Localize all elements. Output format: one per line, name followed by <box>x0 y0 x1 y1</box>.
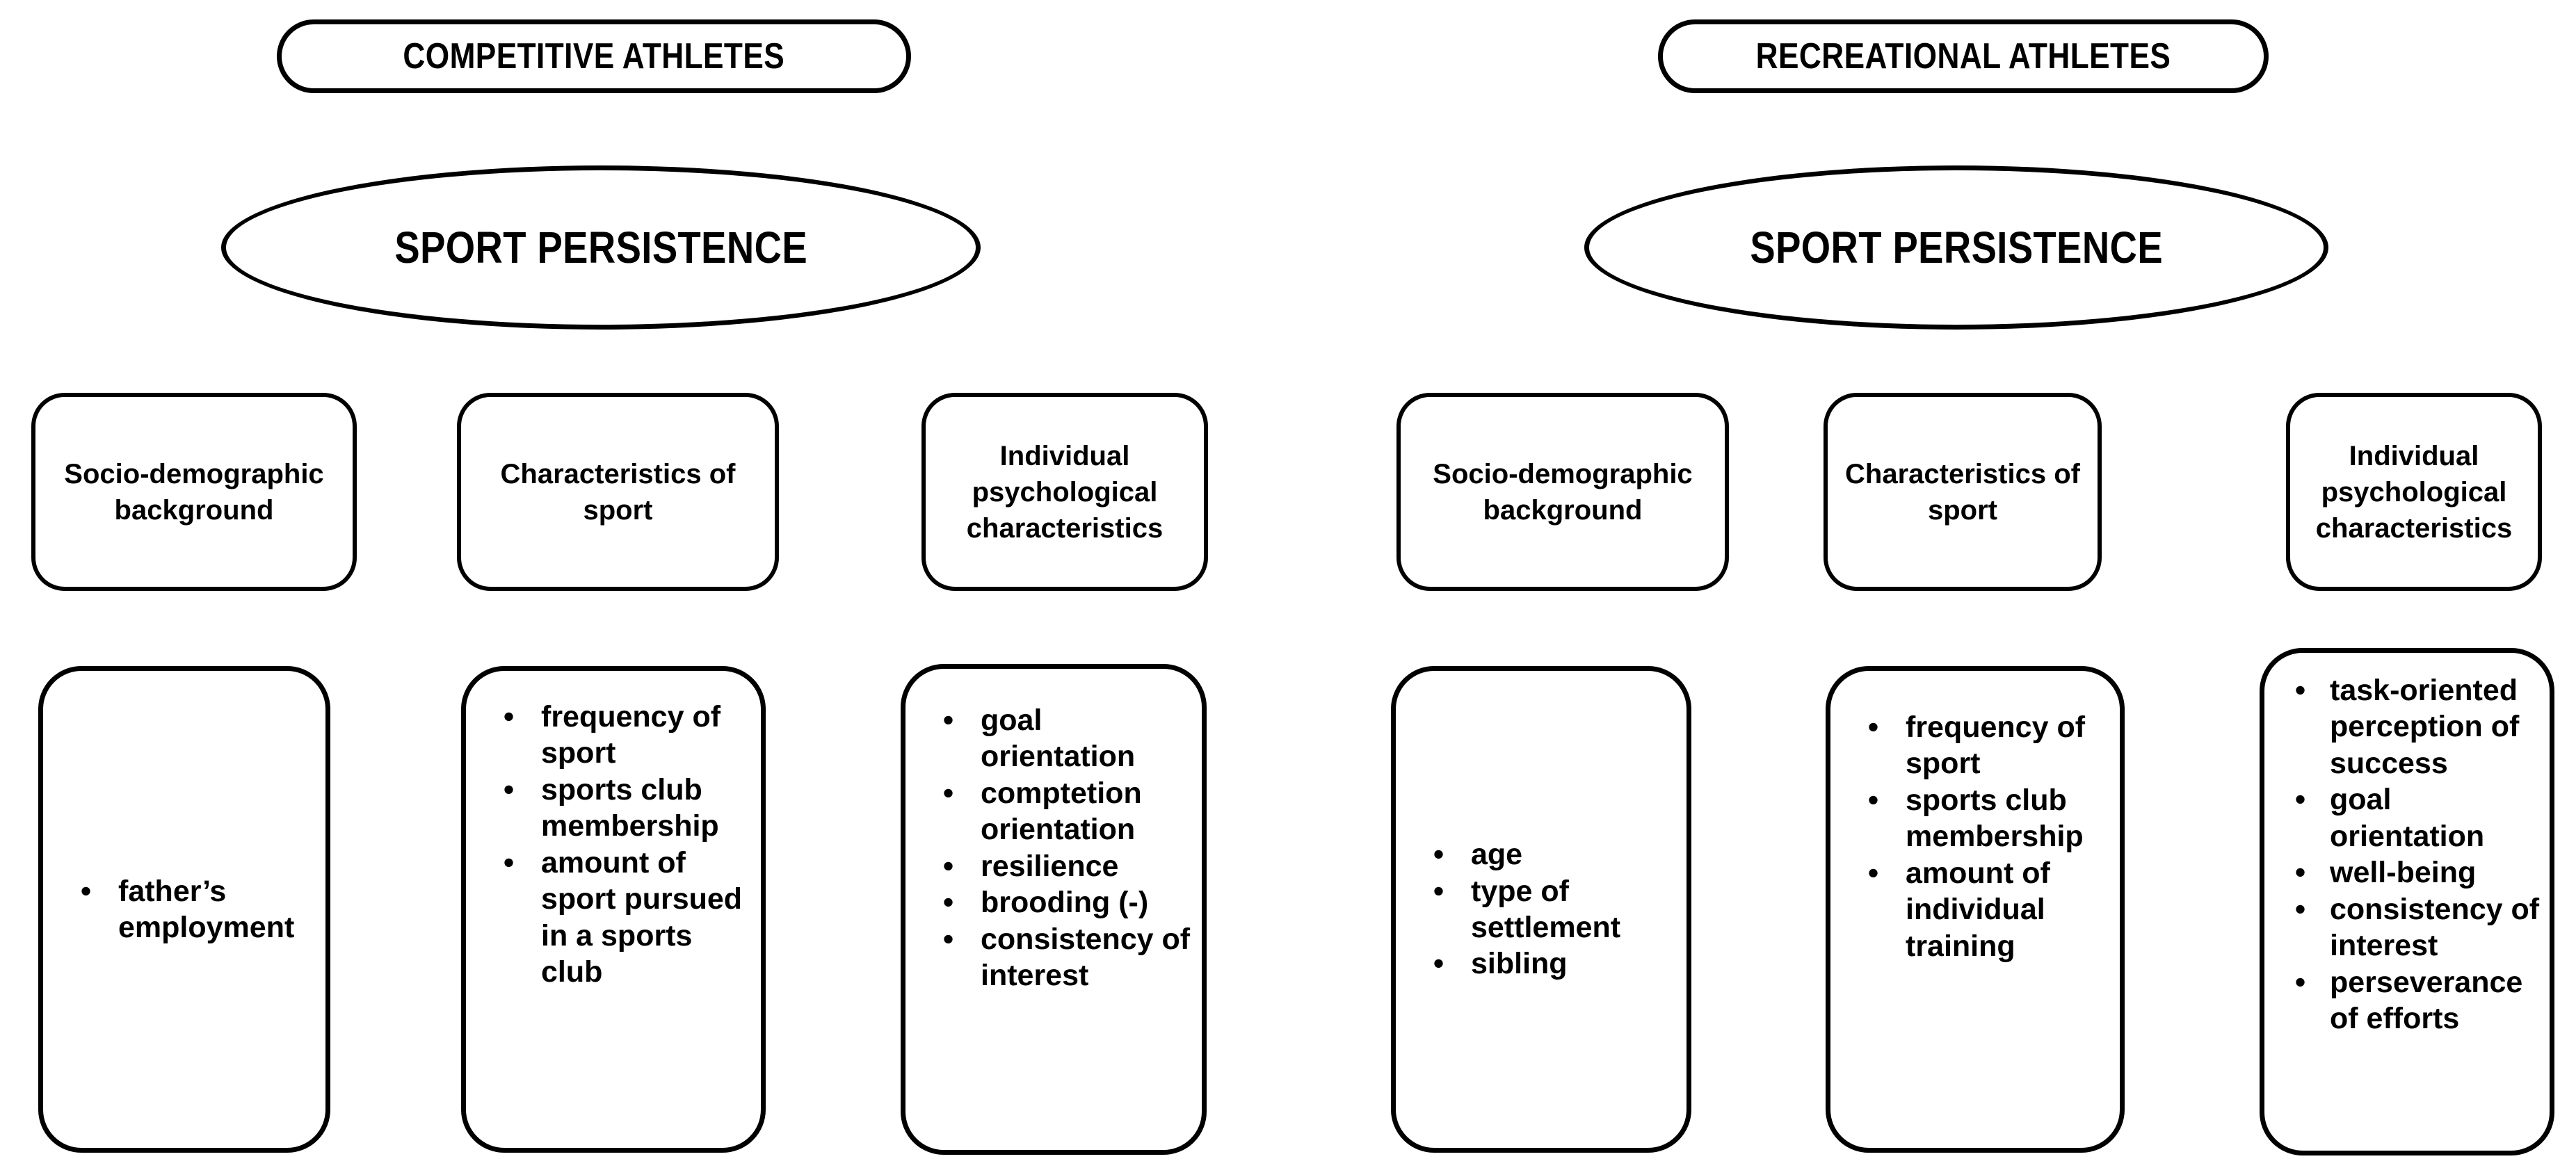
header-line: Characteristics of <box>500 458 736 489</box>
list-item: sports club membership <box>466 772 754 845</box>
header-line: sport <box>1928 494 1997 526</box>
competitive-athletes-pill: COMPETITIVE ATHLETES <box>277 19 911 93</box>
header-box-individual-psychological-recreational: Individual psychological characteristics <box>2286 393 2542 591</box>
bullet-list: goal orientation comptetion orientation … <box>905 702 1202 994</box>
list-item: type of settlement <box>1396 873 1680 946</box>
recreational-athletes-pill: RECREATIONAL ATHLETES <box>1658 19 2269 93</box>
list-item: frequency of sport <box>1830 709 2113 782</box>
header-line: Individual <box>999 440 1130 471</box>
detail-box-characteristics-of-sport-competitive: frequency of sport sports club membershi… <box>461 666 766 1153</box>
list-item: age <box>1396 836 1680 873</box>
header-line: psychological <box>972 476 1158 508</box>
list-item: amount of individual training <box>1830 855 2113 964</box>
list-item: goal orientation <box>905 702 1195 775</box>
detail-box-socio-demographic-competitive: father’s employment <box>38 666 330 1153</box>
list-item: task-oriented perception of success <box>2264 672 2543 781</box>
detail-box-individual-psychological-recreational: task-oriented perception of success goal… <box>2260 648 2554 1155</box>
sport-persistence-label: SPORT PERSISTENCE <box>1750 222 2163 273</box>
header-line: background <box>114 494 274 526</box>
list-item: goal orientation <box>2264 781 2543 854</box>
header-box-characteristics-of-sport-competitive: Characteristics of sport <box>457 393 779 591</box>
list-item: consistency of interest <box>2264 891 2543 964</box>
header-line: Socio-demographic <box>1433 458 1693 489</box>
recreational-athletes-label: RECREATIONAL ATHLETES <box>1755 36 2171 76</box>
sport-persistence-label: SPORT PERSISTENCE <box>394 222 807 273</box>
list-item: well-being <box>2264 854 2543 891</box>
header-line: sport <box>583 494 653 526</box>
list-item: consistency of interest <box>905 921 1195 994</box>
header-line: characteristics <box>966 512 1164 544</box>
header-line: psychological <box>2321 476 2507 508</box>
bullet-list: frequency of sport sports club membershi… <box>466 699 761 991</box>
list-item: frequency of sport <box>466 699 754 772</box>
header-box-socio-demographic-competitive: Socio-demographic background <box>31 393 357 591</box>
header-line: Individual <box>2349 440 2479 471</box>
header-box-socio-demographic-recreational: Socio-demographic background <box>1396 393 1729 591</box>
list-item: perseverance of efforts <box>2264 964 2543 1037</box>
header-line: Socio-demographic <box>64 458 324 489</box>
header-line: Characteristics of <box>1845 458 2080 489</box>
list-item: father’s employment <box>43 873 319 946</box>
competitive-athletes-label: COMPETITIVE ATHLETES <box>403 36 785 76</box>
list-item: amount of sport pursued in a sports club <box>466 845 754 991</box>
list-item: comptetion orientation <box>905 775 1195 848</box>
detail-box-individual-psychological-competitive: goal orientation comptetion orientation … <box>901 664 1207 1155</box>
list-item: sports club membership <box>1830 782 2113 855</box>
sport-persistence-ellipse-recreational: SPORT PERSISTENCE <box>1584 165 2328 330</box>
detail-box-characteristics-of-sport-recreational: frequency of sport sports club membershi… <box>1826 666 2125 1153</box>
header-line: characteristics <box>2315 512 2513 544</box>
header-box-characteristics-of-sport-recreational: Characteristics of sport <box>1824 393 2102 591</box>
detail-box-socio-demographic-recreational: age type of settlement sibling <box>1391 666 1691 1153</box>
list-item: brooding (-) <box>905 884 1195 921</box>
bullet-list: father’s employment <box>43 873 325 946</box>
header-line: background <box>1483 494 1643 526</box>
bullet-list: age type of settlement sibling <box>1396 836 1687 982</box>
header-box-individual-psychological-competitive: Individual psychological characteristics <box>921 393 1208 591</box>
list-item: resilience <box>905 848 1195 885</box>
list-item: sibling <box>1396 946 1680 982</box>
bullet-list: frequency of sport sports club membershi… <box>1830 709 2120 964</box>
bullet-list: task-oriented perception of success goal… <box>2264 672 2550 1037</box>
sport-persistence-ellipse-competitive: SPORT PERSISTENCE <box>221 165 981 330</box>
